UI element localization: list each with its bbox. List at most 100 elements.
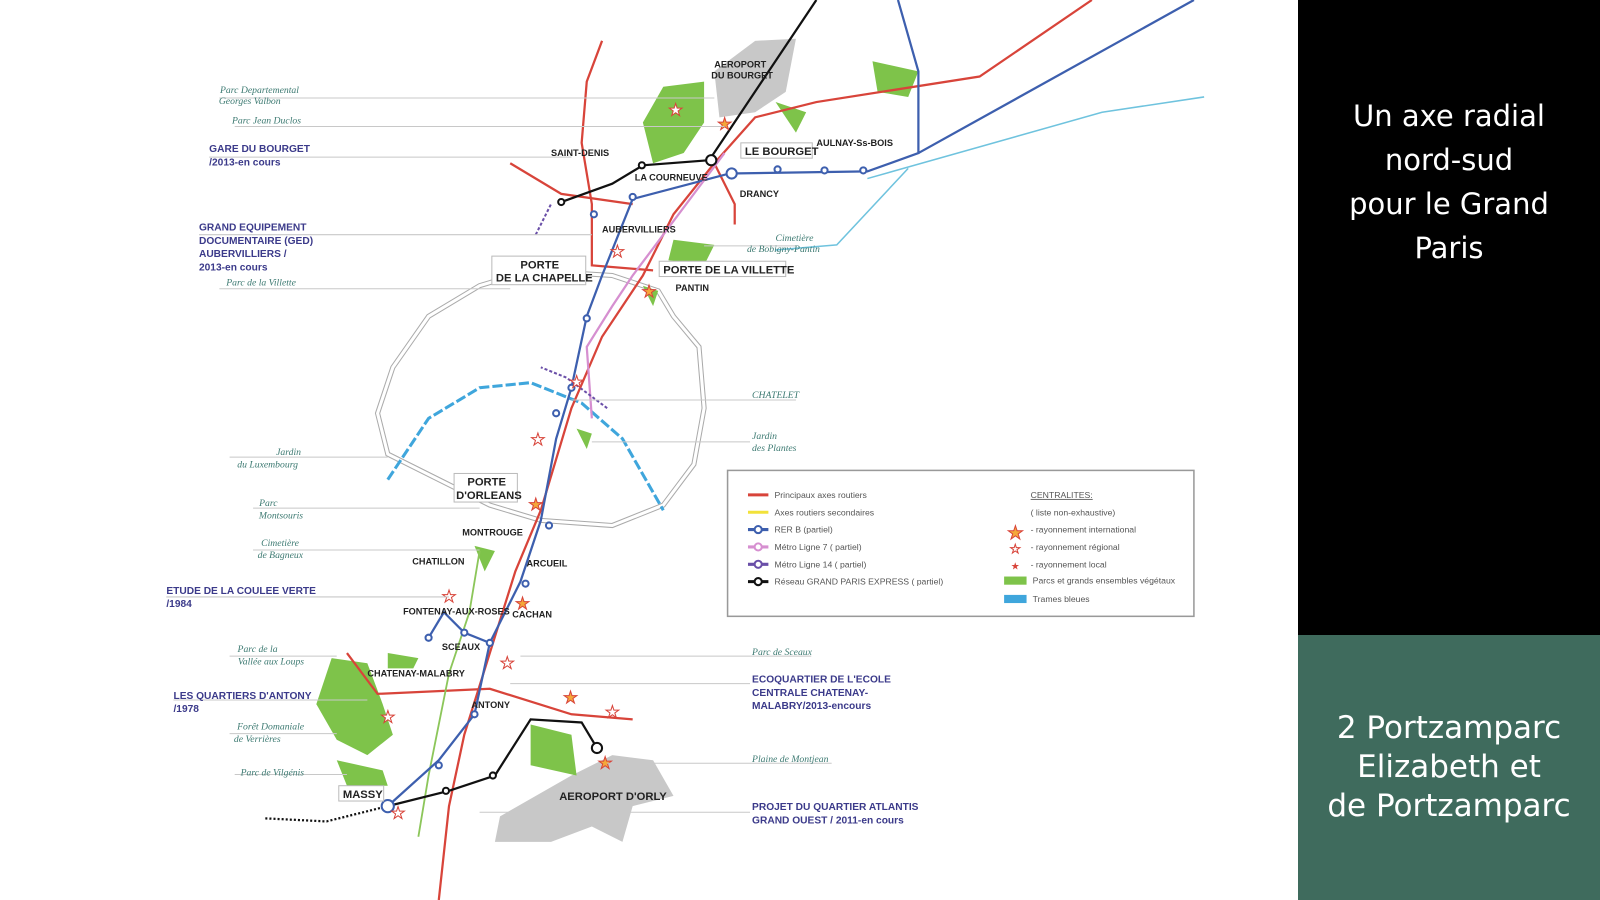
svg-text:GARE DU BOURGET: GARE DU BOURGET bbox=[209, 144, 311, 155]
svg-text:CENTRALE CHATENAY-: CENTRALE CHATENAY- bbox=[752, 688, 868, 699]
svg-text:MASSY: MASSY bbox=[343, 789, 383, 801]
svg-text:LES QUARTIERS D'ANTONY: LES QUARTIERS D'ANTONY bbox=[173, 691, 311, 702]
svg-text:★: ★ bbox=[569, 374, 584, 392]
svg-text:Principaux axes routiers: Principaux axes routiers bbox=[775, 490, 868, 500]
right-labels: Cimetière de Bobigny-Pantin CHATELET Jar… bbox=[747, 233, 919, 827]
svg-text:★: ★ bbox=[528, 496, 543, 514]
svg-text:★: ★ bbox=[380, 708, 395, 726]
svg-text:★: ★ bbox=[391, 804, 406, 822]
svg-text:SCEAUX: SCEAUX bbox=[442, 642, 481, 652]
svg-text:AEROPORT D'ORLY: AEROPORT D'ORLY bbox=[559, 791, 667, 803]
svg-text:Axes routiers secondaires: Axes routiers secondaires bbox=[775, 507, 875, 517]
svg-text:★: ★ bbox=[610, 243, 625, 261]
svg-text:Parc: Parc bbox=[258, 498, 278, 509]
svg-text:LE BOURGET: LE BOURGET bbox=[745, 146, 819, 158]
left-labels: Parc Departemental Georges Valbon Parc J… bbox=[166, 85, 316, 779]
svg-text:Parc de Vilgénis: Parc de Vilgénis bbox=[240, 768, 305, 779]
svg-text:D'ORLEANS: D'ORLEANS bbox=[456, 490, 522, 502]
svg-text:SAINT-DENIS: SAINT-DENIS bbox=[551, 148, 609, 158]
svg-text:( liste non-exhaustive): ( liste non-exhaustive) bbox=[1031, 507, 1116, 517]
svg-text:RER B (partiel): RER B (partiel) bbox=[775, 525, 833, 535]
svg-text:PORTE: PORTE bbox=[467, 477, 506, 489]
metro-14-line bbox=[534, 203, 608, 409]
svg-text:★: ★ bbox=[605, 703, 620, 721]
svg-text:Cimetière: Cimetière bbox=[261, 538, 300, 549]
svg-text:DRANCY: DRANCY bbox=[740, 189, 779, 199]
svg-text:CHATENAY-MALABRY: CHATENAY-MALABRY bbox=[367, 669, 465, 679]
slide-title-panel: Un axe radial nord-sud pour le Grand Par… bbox=[1298, 0, 1600, 635]
svg-text:ECOQUARTIER DE L'ECOLE: ECOQUARTIER DE L'ECOLE bbox=[752, 675, 891, 686]
svg-text:CACHAN: CACHAN bbox=[512, 609, 552, 619]
svg-text:de Bagneux: de Bagneux bbox=[258, 550, 304, 561]
credit-panel: 2 Portzamparc Elizabeth et de Portzampar… bbox=[1298, 635, 1600, 900]
svg-text:GRAND OUEST / 2011-en cours: GRAND OUEST / 2011-en cours bbox=[752, 815, 904, 826]
svg-text:/2013-en cours: /2013-en cours bbox=[209, 157, 281, 168]
svg-text:CENTRALITES:: CENTRALITES: bbox=[1031, 490, 1093, 500]
svg-text:PORTE: PORTE bbox=[520, 259, 559, 271]
svg-text:de Verrières: de Verrières bbox=[234, 734, 281, 745]
svg-text:FONTENAY-AUX-ROSES: FONTENAY-AUX-ROSES bbox=[403, 606, 510, 616]
svg-text:★: ★ bbox=[515, 595, 530, 613]
svg-text:GRAND EQUIPEMENT: GRAND EQUIPEMENT bbox=[199, 223, 307, 234]
svg-text:★: ★ bbox=[598, 754, 613, 772]
slide-credit: 2 Portzamparc Elizabeth et de Portzampar… bbox=[1327, 710, 1571, 824]
svg-text:Métro Ligne 7 ( partiel): Métro Ligne 7 ( partiel) bbox=[775, 542, 862, 552]
svg-text:CHATILLON: CHATILLON bbox=[412, 556, 464, 566]
svg-text:Métro Ligne 14 ( partiel): Métro Ligne 14 ( partiel) bbox=[775, 559, 867, 569]
place-labels: AEROPORT DU BOURGET LE BOURGET AULNAY-Ss… bbox=[338, 59, 893, 803]
svg-text:DE LA CHAPELLE: DE LA CHAPELLE bbox=[496, 273, 593, 285]
svg-text:PORTE DE LA VILLETTE: PORTE DE LA VILLETTE bbox=[663, 264, 795, 276]
map-legend: Principaux axes routiers Axes routiers s… bbox=[726, 469, 1195, 618]
svg-text:AEROPORT: AEROPORT bbox=[714, 59, 766, 69]
airport-orly-area bbox=[494, 755, 674, 842]
svg-text:des Plantes: des Plantes bbox=[752, 443, 797, 454]
svg-text:du Luxembourg: du Luxembourg bbox=[237, 459, 298, 470]
svg-text:Montsouris: Montsouris bbox=[258, 510, 303, 521]
svg-text:Vallée aux Loups: Vallée aux Loups bbox=[238, 656, 304, 667]
svg-text:★: ★ bbox=[1007, 522, 1023, 543]
svg-text:ANTONY: ANTONY bbox=[471, 700, 510, 710]
svg-text:★: ★ bbox=[1010, 542, 1021, 556]
svg-text:/1978: /1978 bbox=[173, 704, 199, 715]
svg-text:★: ★ bbox=[1011, 561, 1020, 572]
svg-text:★: ★ bbox=[500, 654, 515, 672]
airport-bourget-area bbox=[714, 38, 796, 118]
svg-text:AUBERVILLIERS /: AUBERVILLIERS / bbox=[199, 249, 287, 260]
svg-text:Forêt Domaniale: Forêt Domaniale bbox=[236, 722, 305, 733]
grand-paris-axis-map: ★ ★ ★ ★ ★ ★ ★ ★ ★ ★ ★ ★ ★ ★ ★ Parc Depar… bbox=[166, 0, 1205, 900]
rer-b-line bbox=[387, 0, 1195, 807]
svg-text:Parc de Sceaux: Parc de Sceaux bbox=[751, 647, 813, 658]
svg-text:MONTROUGE: MONTROUGE bbox=[462, 528, 523, 538]
seine-river bbox=[386, 381, 665, 511]
svg-text:★: ★ bbox=[668, 101, 683, 119]
paris-boundary bbox=[374, 267, 707, 529]
svg-text:2013-en cours: 2013-en cours bbox=[199, 262, 268, 273]
svg-text:PANTIN: PANTIN bbox=[676, 283, 709, 293]
svg-text:de Bobigny-Pantin: de Bobigny-Pantin bbox=[747, 244, 820, 255]
svg-text:Parc de la: Parc de la bbox=[237, 644, 278, 655]
svg-text:ETUDE DE LA COULEE VERTE: ETUDE DE LA COULEE VERTE bbox=[166, 586, 316, 597]
svg-text:Parc Jean Duclos: Parc Jean Duclos bbox=[231, 115, 301, 126]
svg-text:Jardin: Jardin bbox=[752, 431, 777, 442]
slide-title: Un axe radial nord-sud pour le Grand Par… bbox=[1349, 99, 1549, 265]
svg-text:Parcs et grands ensembles végé: Parcs et grands ensembles végétaux bbox=[1033, 576, 1176, 586]
svg-text:CHATELET: CHATELET bbox=[752, 390, 800, 401]
svg-text:Réseau GRAND PARIS EXPRESS ( p: Réseau GRAND PARIS EXPRESS ( partiel) bbox=[775, 577, 944, 587]
svg-text:MALABRY/2013-encours: MALABRY/2013-encours bbox=[752, 701, 871, 712]
svg-text:Trames bleues: Trames bleues bbox=[1033, 594, 1091, 604]
svg-text:DU BOURGET: DU BOURGET bbox=[711, 71, 773, 81]
svg-text:AUBERVILLIERS: AUBERVILLIERS bbox=[602, 225, 676, 235]
svg-text:DOCUMENTAIRE (GED): DOCUMENTAIRE (GED) bbox=[199, 236, 313, 247]
metro-7-line bbox=[585, 152, 726, 419]
svg-text:★: ★ bbox=[530, 431, 545, 449]
leader-lines bbox=[166, 97, 832, 813]
svg-text:Jardin: Jardin bbox=[276, 447, 301, 458]
svg-text:Parc de la Villette: Parc de la Villette bbox=[225, 278, 296, 289]
svg-text:- rayonnement régional: - rayonnement régional bbox=[1031, 542, 1120, 552]
svg-text:LA COURNEUVE: LA COURNEUVE bbox=[635, 173, 708, 183]
svg-text:Cimetière: Cimetière bbox=[776, 233, 815, 244]
parks bbox=[316, 61, 919, 786]
svg-text:Parc Departemental: Parc Departemental bbox=[219, 85, 299, 96]
svg-text:★: ★ bbox=[563, 689, 578, 707]
svg-text:/1984: /1984 bbox=[166, 599, 192, 610]
